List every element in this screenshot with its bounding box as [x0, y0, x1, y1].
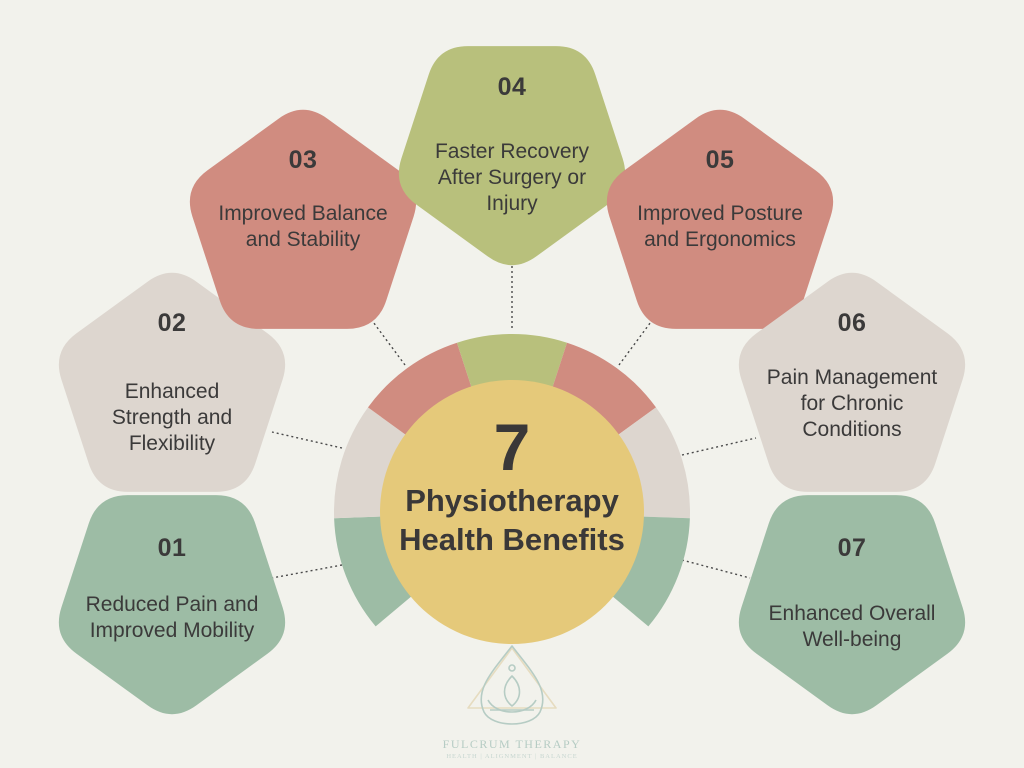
benefit-number: 06: [837, 309, 867, 337]
ring-segment-07: [610, 516, 690, 627]
benefit-label: Pain Management for Chronic Conditions: [766, 366, 938, 441]
connector-line-02: [271, 431, 343, 449]
benefit-pentagon-06: [738, 272, 966, 492]
benefit-pentagon-05: [606, 109, 834, 329]
ring-segment-04: [456, 334, 568, 391]
benefit-label: Improved Balance and Stability: [218, 202, 388, 251]
benefit-number: 05: [705, 146, 735, 174]
benefit-label: Improved Posture and Ergonomics: [637, 202, 803, 251]
benefit-number: 03: [288, 146, 318, 174]
lotus-teardrop-icon: [467, 645, 557, 725]
benefit-pentagon-01: [58, 495, 286, 715]
benefit-pentagons: [58, 46, 966, 715]
connector-line-01: [271, 564, 343, 579]
benefit-pentagon-02: [58, 272, 286, 492]
benefit-number: 02: [157, 309, 187, 337]
benefit-label: Reduced Pain and Improved Mobility: [85, 593, 259, 642]
benefit-label: Enhanced Overall Well-being: [768, 602, 936, 651]
ring-segment-05: [551, 342, 657, 437]
benefit-number: 01: [157, 534, 187, 562]
ring-segment-02: [334, 407, 409, 519]
benefit-label: Faster Recovery After Surgery or Injury: [434, 140, 590, 215]
connector-line-07: [681, 559, 751, 579]
center-title: Physiotherapy Health Benefits: [399, 483, 625, 557]
ring-segment-03: [367, 342, 473, 437]
logo-tagline: HEALTH | ALIGNMENT | BALANCE: [446, 753, 578, 760]
ring-segment-01: [334, 516, 414, 627]
benefit-pentagon-04: [398, 46, 626, 266]
benefit-label: Enhanced Strength and Flexibility: [111, 380, 233, 455]
center-number: 7: [493, 410, 531, 484]
segment-ring: [334, 334, 690, 627]
logo-name: FULCRUM THERAPY: [442, 737, 582, 751]
benefit-pentagon-03: [189, 109, 417, 329]
ring-segment-06: [615, 407, 690, 519]
benefit-number: 04: [497, 73, 527, 101]
benefit-pentagon-07: [738, 495, 966, 715]
center-circle: [380, 380, 644, 644]
benefit-number: 07: [837, 534, 867, 562]
